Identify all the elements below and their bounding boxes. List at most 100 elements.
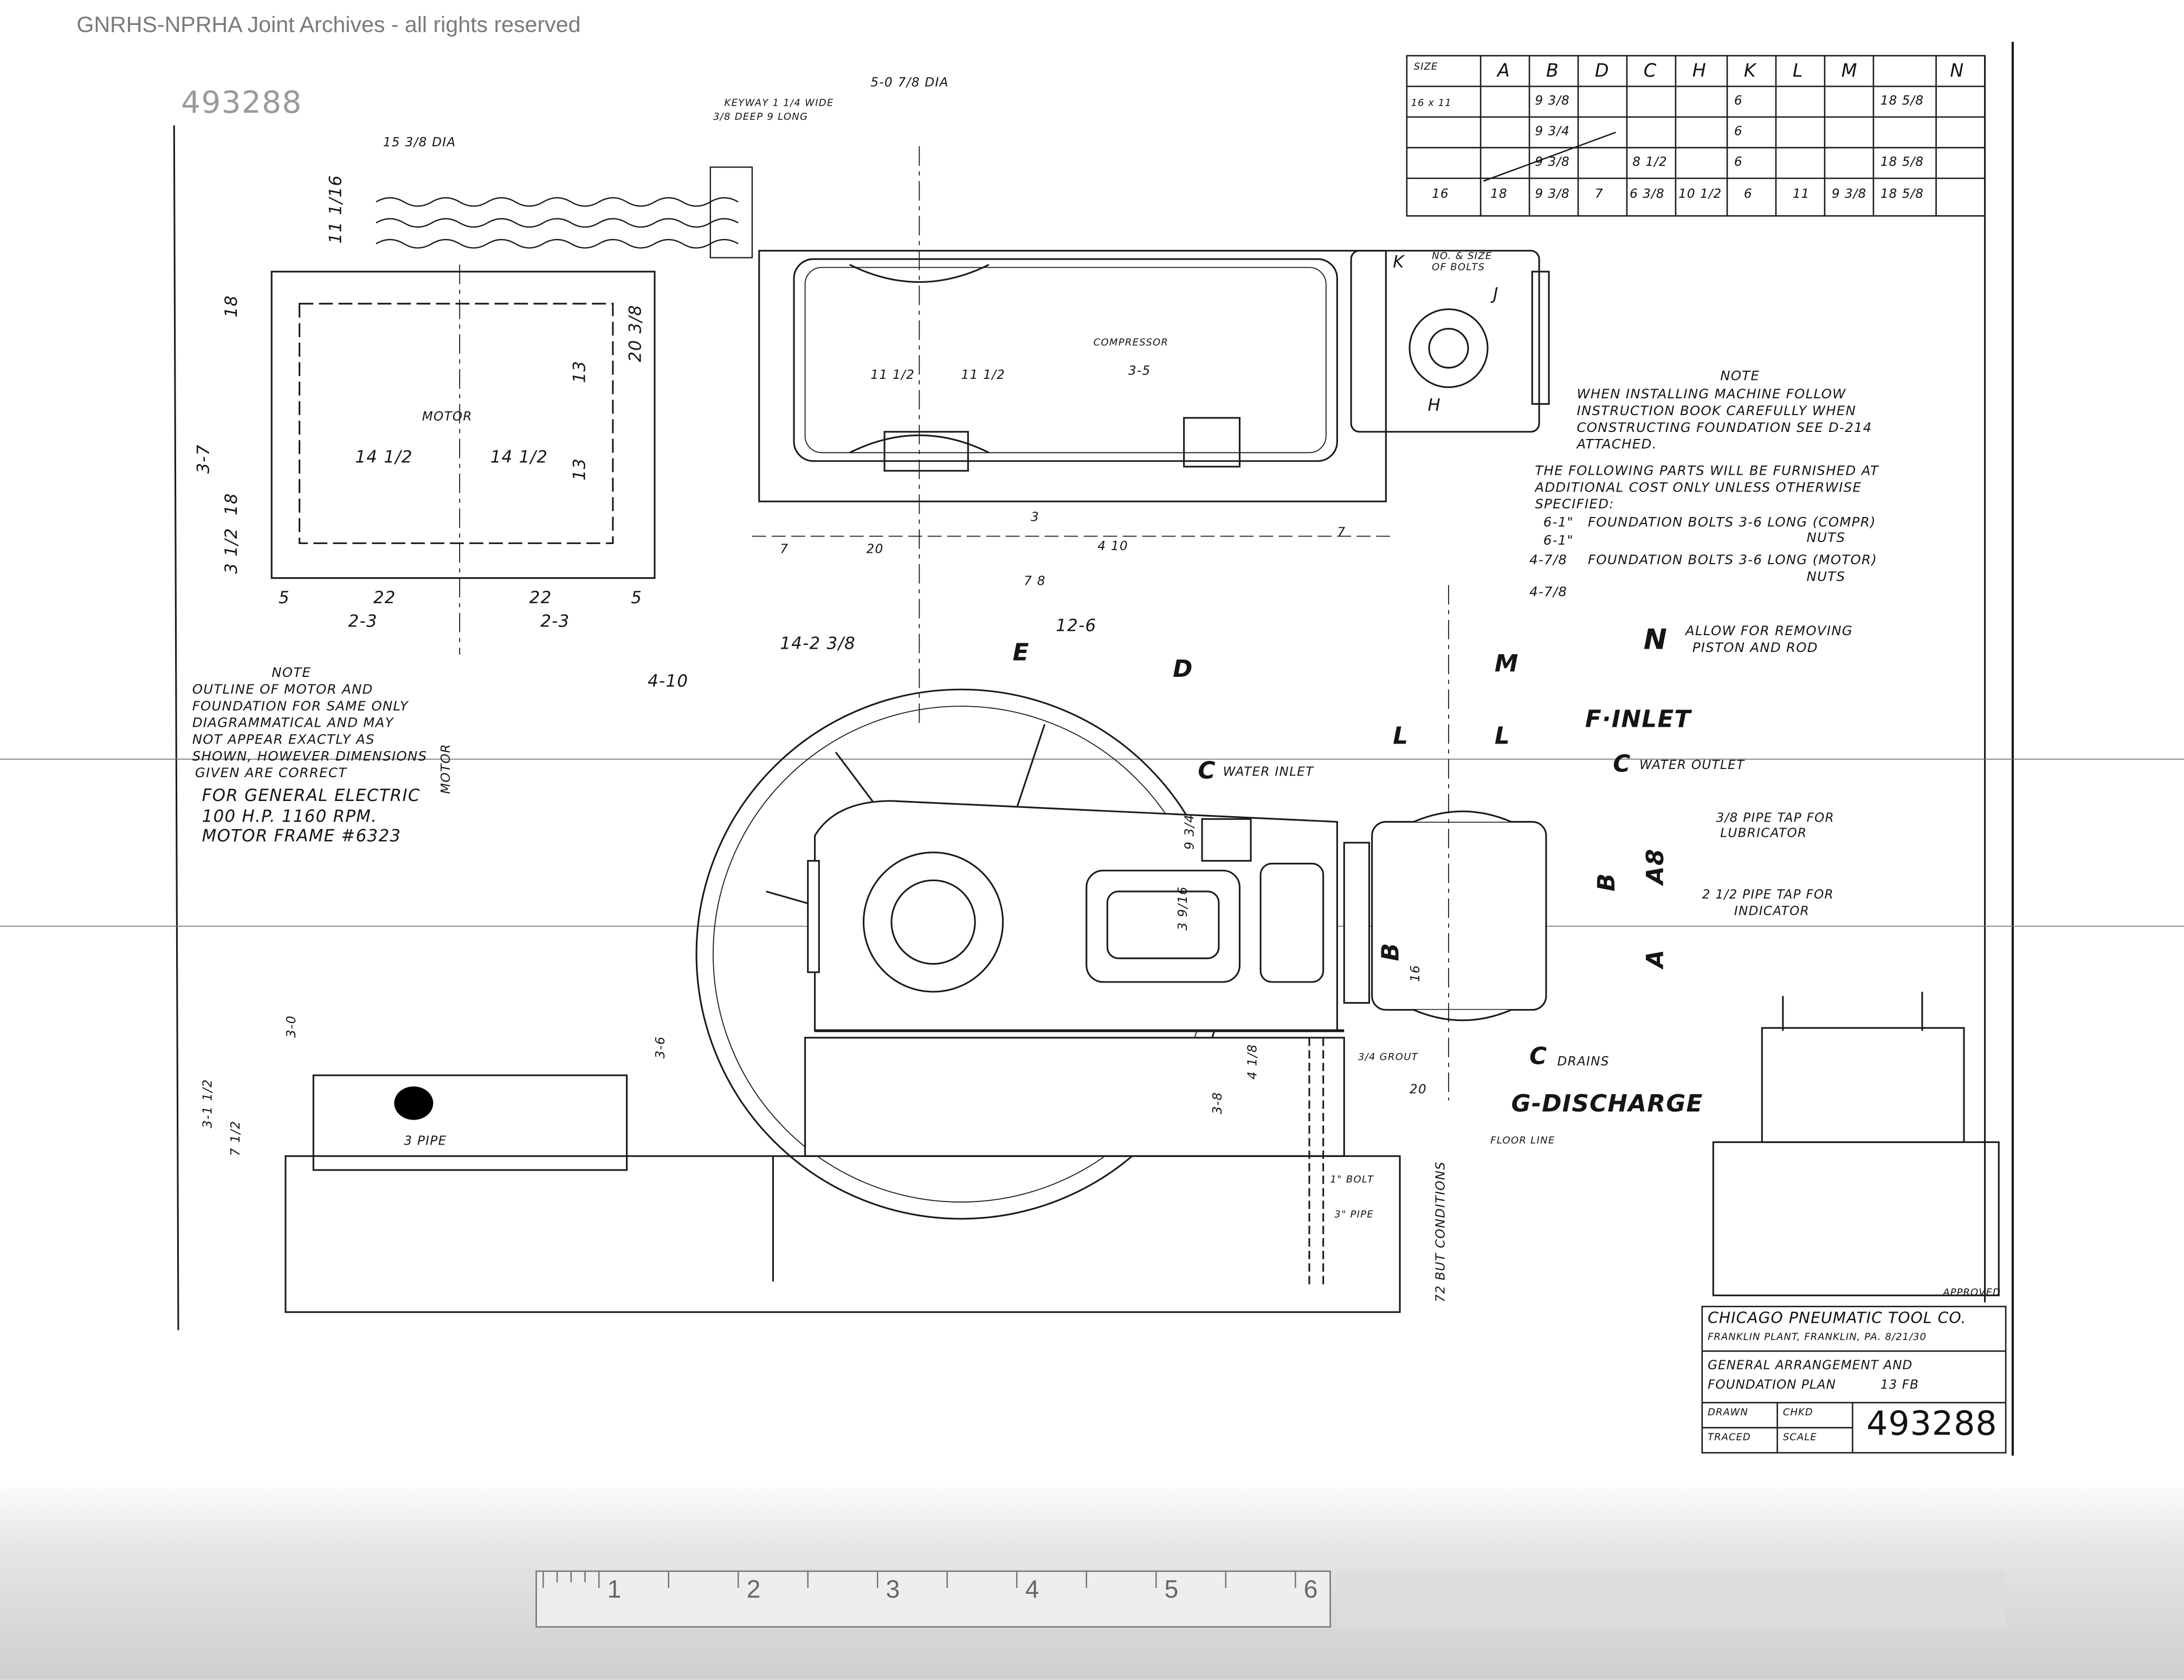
table-cell: 9 3/8 <box>1535 188 1570 202</box>
table-cell: 9 3/8 <box>1831 188 1867 202</box>
table-cell: 18 5/8 <box>1880 156 1924 170</box>
indicator-tap-label: INDICATOR <box>1734 905 1810 920</box>
dim: 7 <box>780 543 789 558</box>
dim: 3 <box>1030 511 1039 525</box>
drawing-number-faint: 493288 <box>181 86 302 121</box>
side-dim: 9 3/4 <box>1184 814 1198 850</box>
l-dim: L <box>1393 722 1409 751</box>
motor-dim: 14 1/2 <box>355 447 413 467</box>
dim: 7 8 <box>1024 575 1046 590</box>
drains-letter: C <box>1529 1043 1548 1071</box>
part-qty: 4-7/8 <box>1529 553 1568 568</box>
dim: 20 <box>866 543 884 558</box>
table-cell: 6 <box>1734 94 1743 109</box>
side-dim: 18 <box>221 493 241 515</box>
side-dim: 20 3/8 <box>625 304 645 363</box>
letter-d: D <box>1173 656 1193 684</box>
scale-label: SCALE <box>1782 1432 1817 1443</box>
dim: 14-2 3/8 <box>780 634 856 654</box>
motor-spec: FOR GENERAL ELECTRIC <box>202 785 421 805</box>
side-dim: 3-8 <box>1212 1091 1226 1115</box>
ruler-number: 2 <box>746 1575 761 1604</box>
part-qty: 4-7/8 <box>1529 585 1568 600</box>
water-inlet-letter: C <box>1198 758 1216 786</box>
table-header: K <box>1743 61 1756 82</box>
table-header: C <box>1643 61 1657 82</box>
part-desc: FOUNDATION BOLTS 3-6 LONG (MOTOR) <box>1588 553 1878 568</box>
table-cell: 9 3/4 <box>1535 125 1570 140</box>
ruler-number: 5 <box>1164 1575 1179 1604</box>
checked-label: CHKD <box>1782 1406 1813 1418</box>
side-dim: 3-7 <box>193 444 214 474</box>
table-cell: 6 <box>1743 188 1753 202</box>
dim: 12-6 <box>1056 616 1097 636</box>
drawn-label: DRAWN <box>1708 1406 1748 1418</box>
water-outlet-letter: C <box>1613 751 1631 779</box>
cyl-letter-b: B <box>1377 942 1406 961</box>
compressor-label: COMPRESSOR <box>1093 337 1169 348</box>
motor-vertical-label: MOTOR <box>440 744 454 794</box>
cyl-letter-a: A <box>1642 949 1670 968</box>
drains-label: DRAINS <box>1557 1056 1610 1070</box>
water-outlet-label: WATER OUTLET <box>1639 759 1745 773</box>
table-cell: 18 5/8 <box>1880 94 1924 109</box>
motor-pipe-label: 3 PIPE <box>404 1135 447 1149</box>
side-dim: 7 1/2 <box>230 1120 244 1156</box>
note-left-line: DIAGRAMMATICAL AND MAY <box>192 716 394 732</box>
motor-dim: 14 1/2 <box>490 447 548 467</box>
size-table-grid <box>1406 55 1986 217</box>
n-note: PISTON AND ROD <box>1692 641 1818 656</box>
table-cell: 11 <box>1792 188 1810 202</box>
lubricator-tap-label: LUBRICATOR <box>1720 827 1807 842</box>
l-dim: L <box>1494 722 1510 751</box>
water-inlet-label: WATER INLET <box>1223 766 1314 780</box>
bolts-label: OF BOLTS <box>1432 262 1485 273</box>
cyl-letter-a8: A8 <box>1642 848 1670 885</box>
table-header: B <box>1546 61 1559 82</box>
note-right-title: NOTE <box>1720 369 1760 385</box>
pipe-label: 3" PIPE <box>1334 1209 1374 1220</box>
ink-blot <box>394 1086 434 1120</box>
drawing-number: 493288 <box>1866 1404 1998 1443</box>
note-left-line: FOUNDATION FOR SAME ONLY <box>192 699 409 715</box>
table-header: M <box>1841 61 1858 82</box>
table-header: H <box>1692 61 1707 82</box>
ruler-number: 1 <box>607 1575 622 1604</box>
f-inlet-label: F·INLET <box>1585 706 1691 734</box>
note-right-line: ATTACHED. <box>1576 437 1657 453</box>
n-letter: N <box>1643 622 1668 656</box>
title-block-grid <box>1701 1306 2007 1454</box>
side-dim: 3-6 <box>654 1036 669 1059</box>
side-dim: 11 1/16 <box>326 175 346 244</box>
parts-intro: SPECIFIED: <box>1535 497 1614 513</box>
part-qty: 6-1" <box>1543 515 1574 531</box>
compressor-foundation-plan <box>752 250 1550 537</box>
table-cell: 16 x 11 <box>1411 97 1452 109</box>
side-dim: 3-0 <box>285 1015 300 1038</box>
letter-e: E <box>1012 639 1030 668</box>
compressor-dim: 11 1/2 <box>870 369 915 383</box>
note-right-line: INSTRUCTION BOOK CAREFULLY WHEN <box>1576 404 1857 419</box>
note-left-line: OUTLINE OF MOTOR AND <box>192 682 373 698</box>
ruler-number: 3 <box>886 1575 900 1604</box>
indicator-tap-label: 2 1/2 PIPE TAP FOR <box>1702 888 1834 903</box>
table-header: A <box>1497 61 1510 82</box>
company-name: CHICAGO PNEUMATIC TOOL CO. <box>1708 1309 1967 1328</box>
cyl-letter: H <box>1427 395 1441 415</box>
ruler-number: 4 <box>1025 1575 1039 1604</box>
drawing-size: 13 FB <box>1880 1379 1919 1393</box>
note-right-line: WHEN INSTALLING MACHINE FOLLOW <box>1576 387 1846 403</box>
table-header: D <box>1594 61 1610 82</box>
dim: 5 <box>279 587 290 608</box>
cyl-letter: J <box>1493 284 1499 304</box>
dim: 2-3 <box>348 611 378 631</box>
letter-m: M <box>1494 650 1519 679</box>
table-cell: 6 <box>1734 156 1743 170</box>
motor-spec: MOTOR FRAME #6323 <box>202 826 402 846</box>
table-cell: 18 <box>1490 188 1508 202</box>
table-cell: 9 3/8 <box>1535 94 1570 109</box>
scale-ruler <box>535 1570 2006 1628</box>
traced-label: TRACED <box>1708 1432 1751 1443</box>
